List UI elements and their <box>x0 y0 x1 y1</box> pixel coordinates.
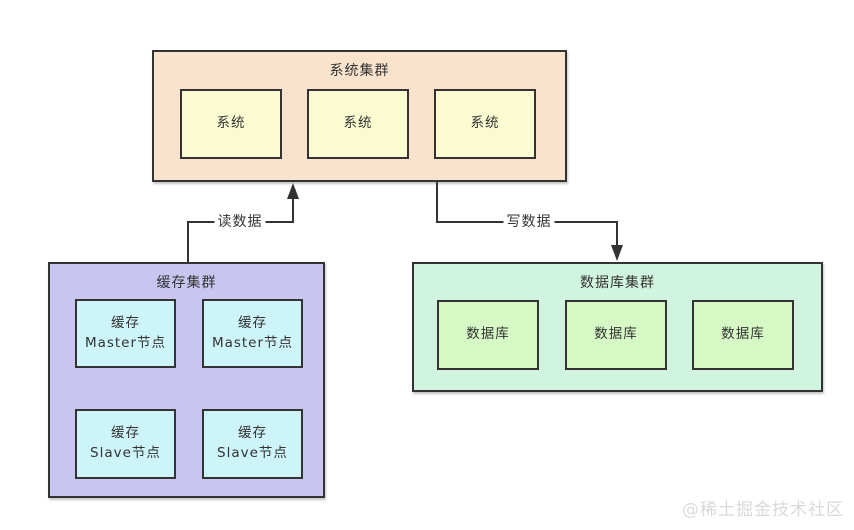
database-node: 数据库 <box>565 300 667 370</box>
database-node: 数据库 <box>692 300 794 370</box>
system-node: 系统 <box>434 89 536 159</box>
cache-node-label-line2: Master节点 <box>84 334 167 351</box>
system-node-label: 系统 <box>470 115 500 132</box>
cache-node-label-line2: Master节点 <box>211 334 294 351</box>
database-node: 数据库 <box>437 300 539 370</box>
watermark: @稀土掘金技术社区 <box>682 500 844 520</box>
system-node-label: 系统 <box>343 115 373 132</box>
read-data-label: 读数据 <box>214 211 266 231</box>
cache-node-label-line1: 缓存 <box>238 314 267 331</box>
system-node-label: 系统 <box>216 115 246 132</box>
cache-slave-node: 缓存 Slave节点 <box>202 409 303 479</box>
cache-node-label-line2: Slave节点 <box>90 445 161 461</box>
database-cluster: 数据库集群 数据库 数据库 数据库 <box>412 262 823 392</box>
database-node-label: 数据库 <box>721 326 765 343</box>
cache-cluster-title: 缓存集群 <box>156 275 217 291</box>
write-data-label: 写数据 <box>503 211 555 231</box>
system-node: 系统 <box>307 89 409 159</box>
cache-node-label-line1: 缓存 <box>238 425 267 442</box>
cache-node-label-line2: Slave节点 <box>217 445 288 461</box>
system-cluster-title: 系统集群 <box>329 63 390 79</box>
database-node-label: 数据库 <box>466 326 510 343</box>
system-node: 系统 <box>180 89 282 159</box>
cache-master-node: 缓存 Master节点 <box>202 299 303 368</box>
database-node-label: 数据库 <box>594 326 638 343</box>
database-cluster-title: 数据库集群 <box>580 275 655 291</box>
cache-slave-node: 缓存 Slave节点 <box>75 409 176 479</box>
cache-master-node: 缓存 Master节点 <box>75 299 176 368</box>
cache-node-label-line1: 缓存 <box>111 314 140 331</box>
cache-cluster: 缓存集群 缓存 Master节点 缓存 Master节点 缓存 Slave节点 … <box>48 262 325 498</box>
cache-node-label-line1: 缓存 <box>111 425 140 442</box>
system-cluster: 系统集群 系统 系统 系统 <box>152 50 567 182</box>
